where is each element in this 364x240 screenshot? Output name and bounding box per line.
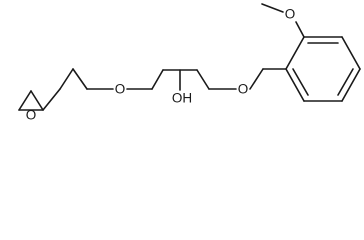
bond xyxy=(341,36,361,70)
ether-oxygen-left-label: O xyxy=(115,82,126,97)
bond xyxy=(151,69,164,90)
bond xyxy=(59,68,74,90)
bond xyxy=(18,90,32,111)
bond xyxy=(285,36,305,70)
benzene-ring xyxy=(262,36,361,102)
structure-diagram: O O OH O O xyxy=(18,3,361,123)
ether-oxygen-right-label: O xyxy=(238,82,249,97)
bond xyxy=(261,3,284,13)
bond xyxy=(295,21,305,38)
hydroxyl-label: OH xyxy=(172,91,192,106)
double-bond xyxy=(337,68,354,96)
bond xyxy=(30,90,44,111)
bond xyxy=(341,68,361,102)
bond xyxy=(42,88,61,111)
epoxide-oxygen-label: O xyxy=(26,108,37,123)
double-bond xyxy=(292,68,309,96)
bond xyxy=(72,68,88,90)
bond xyxy=(285,68,305,102)
methoxy-oxygen-label: O xyxy=(285,7,296,22)
glycerol-chain xyxy=(59,68,264,91)
methoxy-group xyxy=(261,3,305,38)
bond xyxy=(249,68,264,90)
epoxide-ring xyxy=(18,88,61,111)
bond xyxy=(196,69,210,90)
